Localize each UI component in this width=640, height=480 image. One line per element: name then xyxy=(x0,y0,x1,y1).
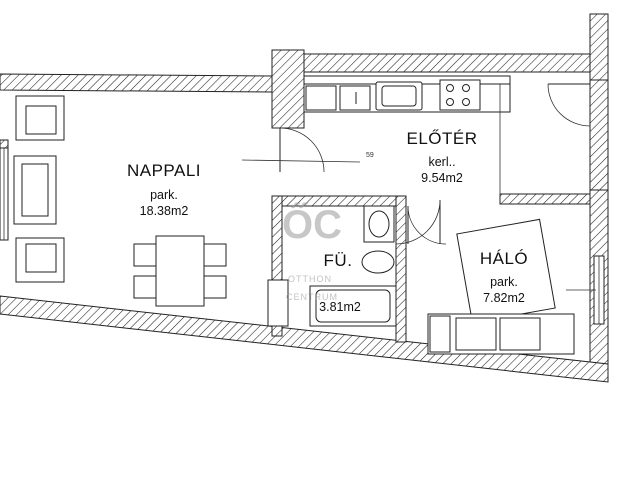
chair xyxy=(203,243,227,267)
dining-table xyxy=(155,235,205,307)
kitchen-cabinet-1 xyxy=(305,85,337,111)
room-name-nappali: NAPPALI xyxy=(127,161,201,180)
wall-pillar xyxy=(271,49,305,129)
watermark-logo: ŐC OTTHON CENTRUM xyxy=(282,201,342,302)
wall-corridor-right xyxy=(499,193,591,205)
kitchen-cabinet-2 xyxy=(339,85,371,111)
svg-text:CENTRUM: CENTRUM xyxy=(286,292,338,302)
room-name-halo: HÁLÓ xyxy=(480,249,528,268)
toilet xyxy=(361,250,395,274)
room-floor-eloter: kerl.. xyxy=(428,155,455,169)
wall-top-kitchen xyxy=(303,53,609,73)
bathroom-fixtures xyxy=(267,205,397,327)
wall-right xyxy=(589,13,609,381)
wall-top-left xyxy=(0,73,273,93)
chair xyxy=(203,275,227,299)
room-area-eloter: 9.54m2 xyxy=(421,171,463,185)
guide-lines xyxy=(241,84,596,291)
room-name-eloter: ELŐTÉR xyxy=(406,129,477,148)
wall-bath-right xyxy=(395,195,407,343)
windows xyxy=(0,147,605,325)
wall-kitchen-right xyxy=(589,79,609,191)
wall-bath-left xyxy=(271,195,283,337)
room-area-halo: 7.82m2 xyxy=(483,291,525,305)
room-name-furdo: FÜ. xyxy=(324,251,353,270)
room-labels: NAPPALI park. 18.38m2 ELŐTÉR kerl.. 9.54… xyxy=(127,129,528,314)
boiler xyxy=(267,279,289,327)
doors xyxy=(279,83,591,245)
stove xyxy=(439,79,481,111)
chair xyxy=(133,275,157,299)
svg-text:ŐC: ŐC xyxy=(282,201,342,247)
room-area-nappali: 18.38m2 xyxy=(140,204,189,218)
annotation-label: 59 xyxy=(366,152,374,159)
svg-text:OTTHON: OTTHON xyxy=(288,274,332,284)
room-floor-nappali: park. xyxy=(150,188,178,202)
room-area-furdo: 3.81m2 xyxy=(319,300,361,314)
wardrobe xyxy=(456,218,556,324)
kitchen-counter xyxy=(303,75,511,113)
room-floor-halo: park. xyxy=(490,275,518,289)
chair xyxy=(133,243,157,267)
bedroom-furniture xyxy=(427,218,575,355)
living-room-furniture xyxy=(13,95,227,307)
